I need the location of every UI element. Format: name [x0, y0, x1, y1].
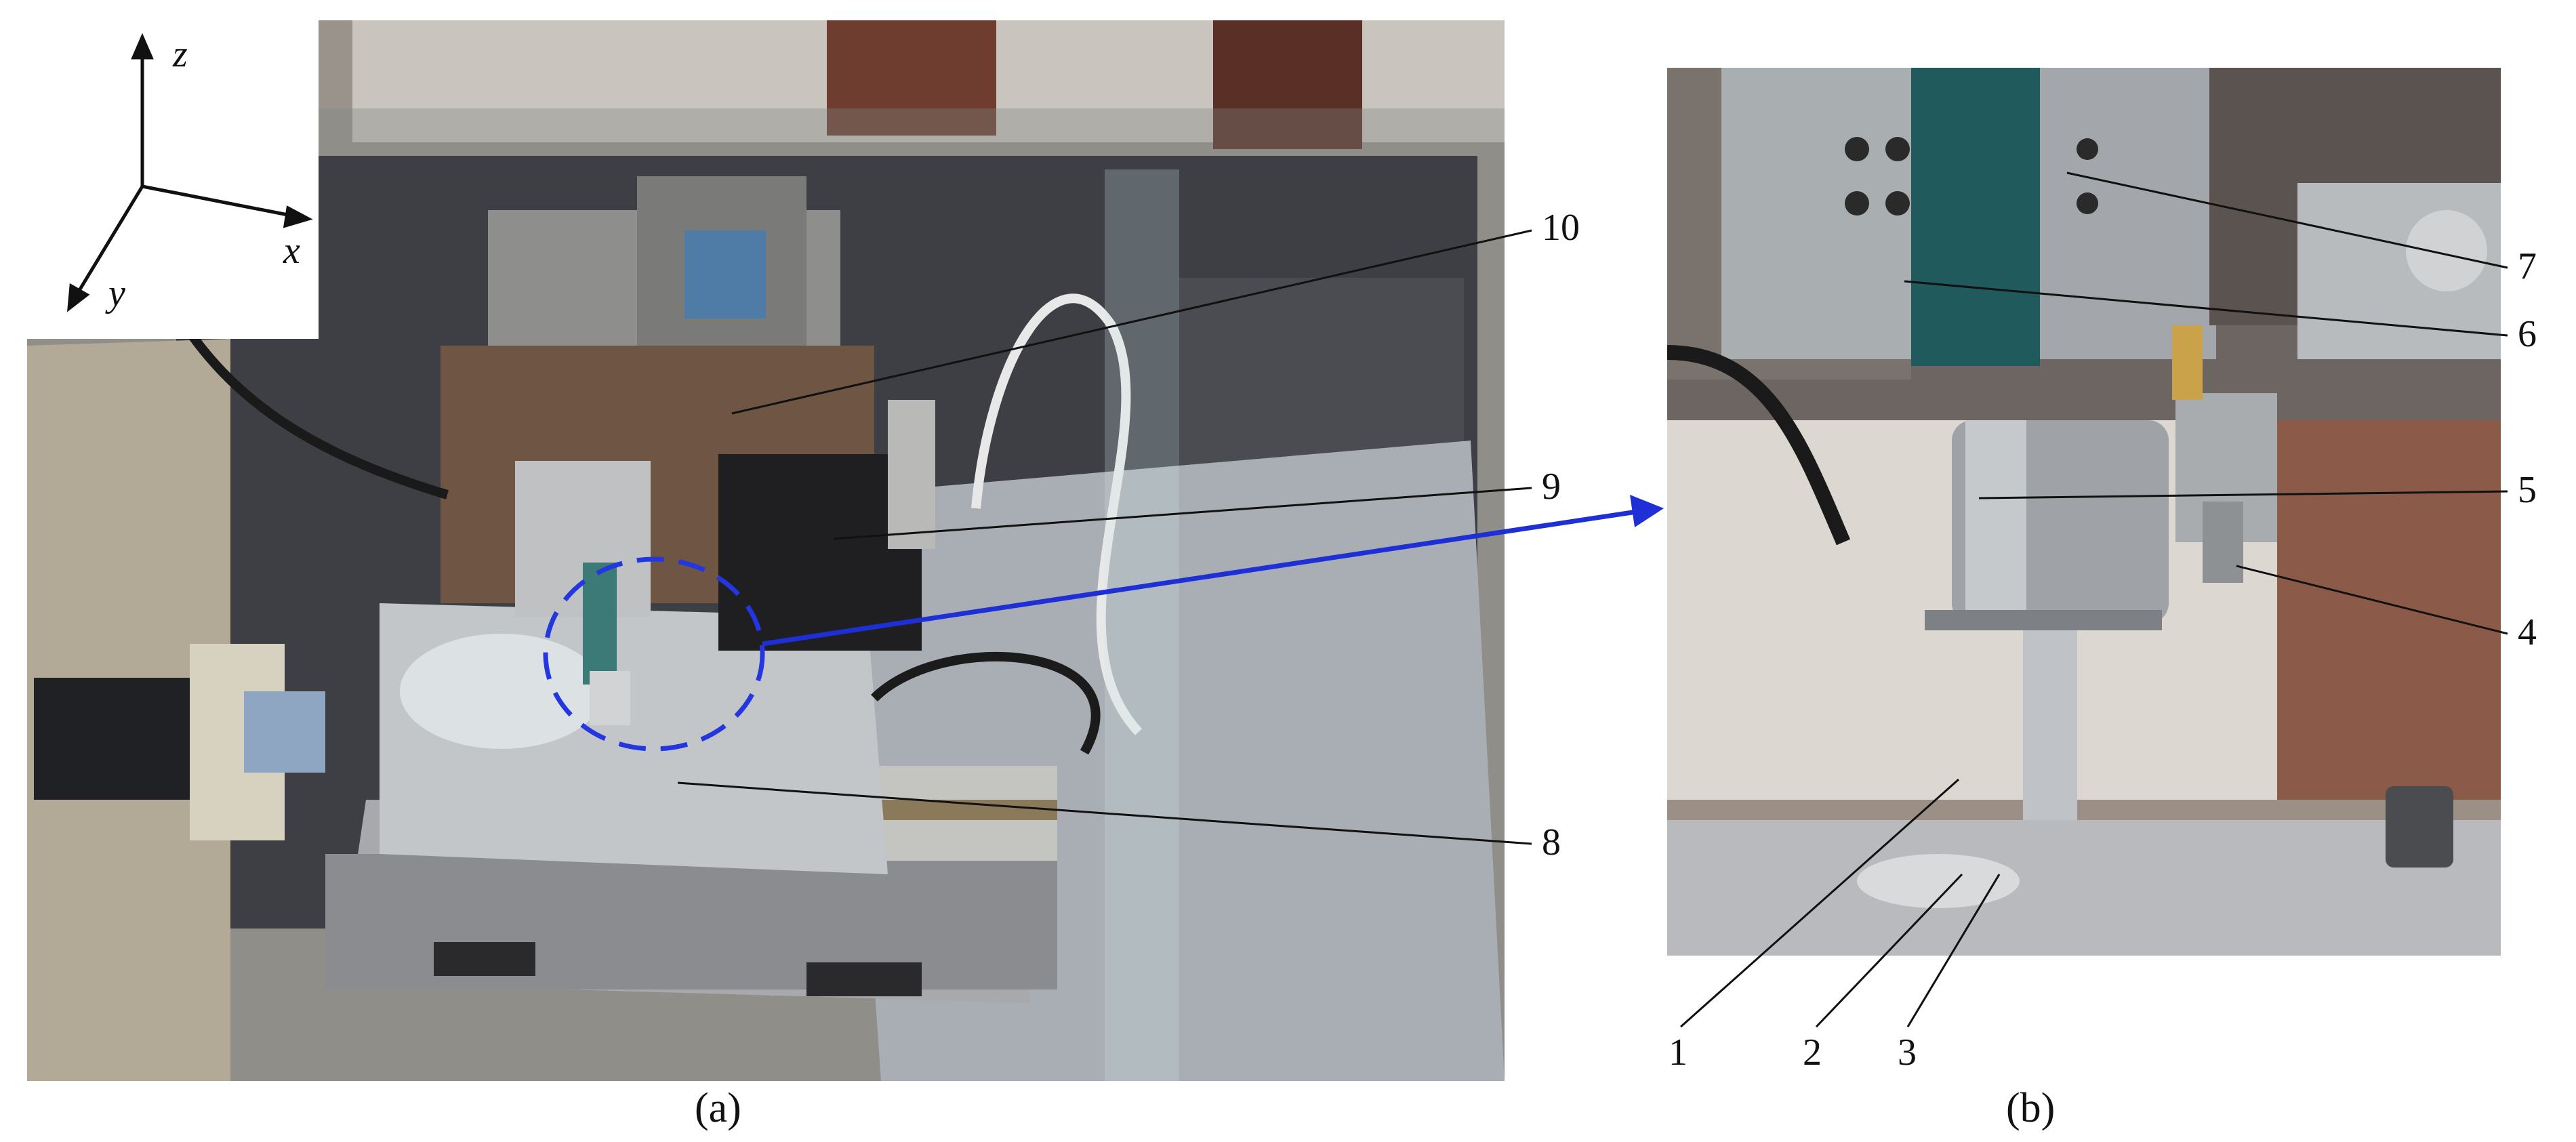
callout-4: 4: [2518, 611, 2537, 653]
callout-2: 2: [1803, 1032, 1822, 1074]
caption-b: (b): [2006, 1085, 2056, 1131]
callout-10: 10: [1542, 207, 1580, 249]
axis-x-label: x: [283, 230, 300, 272]
callout-8: 8: [1542, 821, 1561, 863]
callout-1: 1: [1669, 1032, 1688, 1074]
callout-5: 5: [2518, 469, 2537, 511]
callout-9: 9: [1542, 466, 1561, 508]
callout-7: 7: [2518, 245, 2537, 287]
callout-6: 6: [2518, 313, 2537, 355]
axis-z-label: z: [173, 33, 188, 75]
callout-3: 3: [1898, 1032, 1917, 1074]
axis-y-label: y: [108, 272, 125, 314]
caption-a: (a): [695, 1085, 741, 1131]
photo-probe-detail: [1667, 68, 2501, 956]
photo-setup-overview: [27, 20, 1505, 1081]
